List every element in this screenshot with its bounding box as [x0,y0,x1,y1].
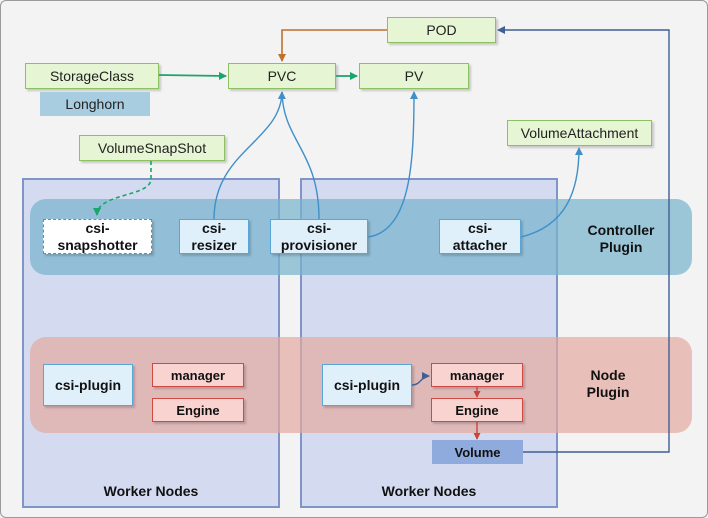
storageclass-box: StorageClass [25,63,159,89]
manager-label-left: manager [170,367,226,383]
arrow-storageclass-to-pvc [158,71,227,80]
arrow-pod-to-pvc [278,29,387,62]
manager-label-right: manager [449,367,505,383]
engine-box-right: Engine [431,398,523,422]
controller-plugin-label: Controller Plugin [587,222,655,255]
arrow-resizer-to-pvc [213,91,286,220]
volumeattachment-label: VolumeAttachment [520,125,639,141]
pv-box: PV [359,63,469,89]
csi-plugin-box-left: csi-plugin [43,364,133,406]
pv-label: PV [404,68,424,84]
arrow-volumesnapshot-to-snapshotter [93,161,152,216]
worker-nodes-label-right: Worker Nodes [381,483,477,499]
csi-attacher-box: csi- attacher [439,219,521,254]
arrow-csiplugin-to-manager [411,372,430,386]
longhorn-label: Longhorn [65,96,125,112]
csi-resizer-box: csi- resizer [179,219,249,254]
pvc-label: PVC [267,68,297,84]
arrow-volume-to-pod [497,26,670,453]
storageclass-label: StorageClass [49,68,135,84]
volume-label: Volume [454,444,501,460]
pod-box: POD [387,17,496,43]
longhorn-tag: Longhorn [40,92,150,116]
pvc-box: PVC [228,63,336,89]
arrow-provisioner-to-pv [367,91,418,238]
arrow-provisioner-to-pvc [281,91,320,220]
engine-label-left: Engine [176,402,220,418]
csi-snapshotter-box: csi- snapshotter [43,219,152,254]
volume-box: Volume [432,440,523,464]
manager-box-left: manager [152,363,244,387]
volumeattachment-box: VolumeAttachment [507,120,652,146]
volumesnapshot-box: VolumeSnapShot [79,135,225,161]
volumesnapshot-label: VolumeSnapShot [97,140,207,156]
engine-label-right: Engine [455,402,499,418]
csi-provisioner-box: csi- provisioner [270,219,368,254]
csi-plugin-label-right: csi-plugin [333,376,401,393]
engine-box-left: Engine [152,398,244,422]
worker-nodes-label-left: Worker Nodes [103,483,199,499]
node-plugin-label: Node Plugin [586,367,630,400]
manager-box-right: manager [431,363,523,387]
csi-plugin-label-left: csi-plugin [54,376,122,393]
arrow-attacher-to-volumeattachment [520,147,583,238]
pod-label: POD [426,22,457,38]
csi-plugin-box-right: csi-plugin [322,364,412,406]
